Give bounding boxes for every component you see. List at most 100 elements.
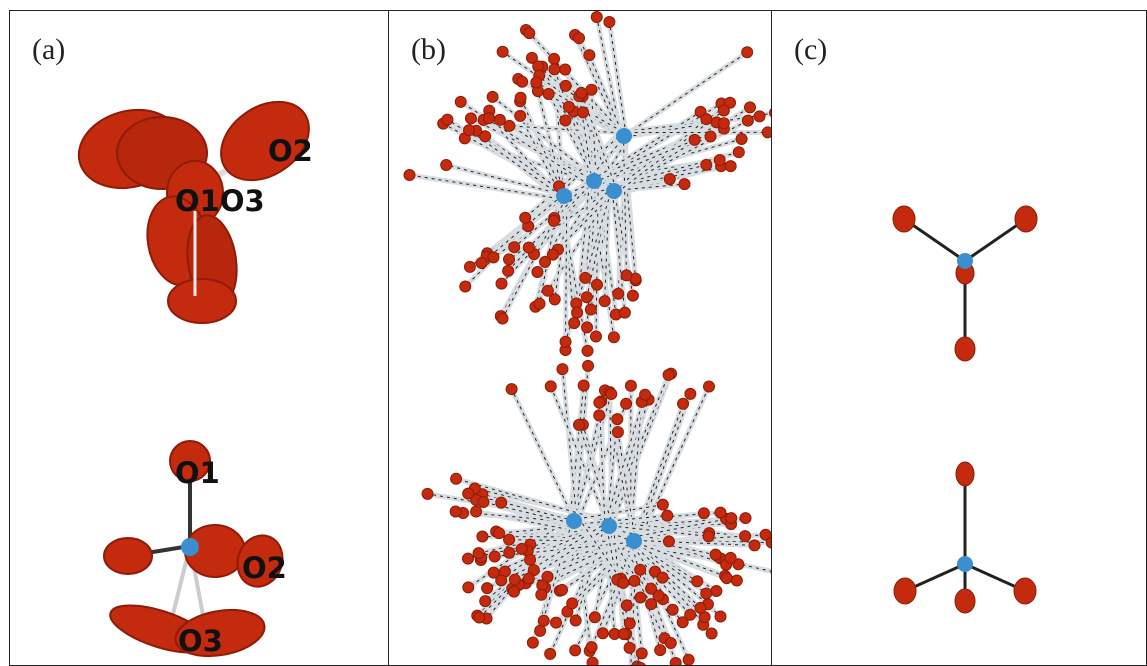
oxygen-atom	[487, 566, 500, 579]
label-o1o3-top: O1O3	[175, 184, 265, 218]
oxygen-atom	[441, 113, 454, 126]
central-atom	[601, 518, 617, 534]
oxygen-atom	[717, 117, 730, 130]
oxygen-ellipsoid	[174, 608, 266, 658]
oxygen-atom	[542, 87, 555, 100]
oxygen-atom	[559, 335, 572, 348]
oxygen-atom	[541, 284, 554, 297]
oxygen-atom	[741, 114, 754, 127]
oxygen-atom	[732, 558, 745, 571]
oxygen-atom	[582, 359, 595, 372]
oxygen-atom	[548, 63, 561, 76]
oxygen-atom	[710, 585, 723, 598]
oxygen-atom	[702, 530, 715, 543]
oxygen-atom	[697, 507, 710, 520]
oxygen-atom	[508, 573, 521, 586]
oxygen-atom	[709, 548, 722, 561]
oxygen-atom	[581, 344, 594, 357]
oxygen-atom	[525, 51, 538, 64]
oxygen-atom	[483, 112, 496, 125]
oxygen-atom	[534, 624, 547, 637]
oxygen-atom	[741, 46, 754, 59]
oxygen-atom	[714, 610, 727, 623]
central-atom	[626, 533, 642, 549]
central-atom	[957, 253, 973, 269]
oxygen-atom	[593, 396, 606, 409]
oxygen-atom	[611, 426, 624, 439]
oxygen-atom	[688, 133, 701, 146]
oxygen-atom	[575, 86, 588, 99]
oxygen-ellipsoid	[169, 440, 211, 482]
oxygen-ellipsoid	[236, 534, 284, 588]
oxygen-atom	[516, 75, 529, 88]
oxygen-atom	[663, 173, 676, 186]
oxygen-atom	[628, 574, 641, 587]
oxygen-atom	[519, 211, 532, 224]
oxygen-atom	[620, 397, 633, 410]
oxygen-atom	[893, 577, 917, 605]
oxygen-atom	[652, 589, 665, 602]
oxygen-atom	[581, 321, 594, 334]
oxygen-atom	[473, 611, 486, 624]
oxygen-atom	[702, 380, 715, 393]
oxygen-atom	[603, 16, 616, 29]
oxygen-atom	[700, 158, 713, 171]
oxygen-atom	[732, 146, 745, 159]
oxygen-atom	[544, 380, 557, 393]
panel-a-label: (a)	[32, 33, 66, 66]
oxygen-atom	[463, 260, 476, 273]
oxygen-atom	[645, 582, 658, 595]
oxygen-atom	[530, 76, 543, 89]
oxygen-atom	[479, 130, 492, 143]
oxygen-atom	[739, 530, 752, 543]
oxygen-atom	[526, 636, 539, 649]
oxygen-atom	[626, 289, 639, 302]
oxygen-atom	[623, 641, 636, 654]
oxygen-atom	[725, 512, 738, 525]
oxygen-atom	[618, 306, 631, 319]
oxygen-atom	[730, 574, 743, 587]
oxygen-atom	[623, 617, 636, 630]
oxygen-atom	[612, 287, 625, 300]
oxygen-atom	[486, 90, 499, 103]
oxygen-atom	[717, 104, 730, 117]
oxygen-atom	[577, 379, 590, 392]
oxygen-atom	[596, 627, 609, 640]
oxygen-atom	[691, 575, 704, 588]
oxygen-ellipsoid	[167, 278, 237, 324]
oxygen-atom	[523, 27, 536, 40]
panel-b-label: (b)	[411, 33, 446, 66]
oxygen-atom	[620, 269, 633, 282]
oxygen-atom	[476, 530, 489, 543]
average-side-view	[893, 461, 1037, 614]
oxygen-atom	[678, 178, 691, 191]
oxygen-atom	[421, 487, 434, 500]
oxygen-atom	[495, 277, 508, 290]
oxygen-atom	[550, 616, 563, 629]
oxygen-atom	[515, 542, 528, 555]
oxygen-atom	[522, 241, 535, 254]
oxygen-atom	[704, 130, 717, 143]
oxygen-atom	[662, 535, 675, 548]
oxygen-atom	[635, 647, 648, 660]
oxygen-atom	[502, 264, 515, 277]
oxygen-atom	[617, 628, 630, 641]
oxygen-atom	[700, 587, 713, 600]
oxygen-atom	[559, 114, 572, 127]
snapshot-cluster	[403, 11, 771, 357]
oxygen-atom	[586, 656, 599, 665]
central-atom	[586, 173, 602, 189]
oxygen-atom	[954, 588, 976, 614]
central-atom	[957, 556, 973, 572]
oxygen-atom	[585, 641, 598, 654]
oxygen-atom	[463, 124, 476, 137]
oxygen-atom	[559, 79, 572, 92]
oxygen-atom	[765, 536, 771, 549]
oxygen-atom	[669, 656, 682, 665]
central-atom	[566, 513, 582, 529]
oxygen-atom	[759, 528, 771, 541]
oxygen-atom	[645, 598, 658, 611]
label-o3-bottom: O3	[178, 624, 223, 658]
oxygen-atom	[573, 32, 586, 45]
label-o1-bottom: O1	[175, 456, 220, 490]
